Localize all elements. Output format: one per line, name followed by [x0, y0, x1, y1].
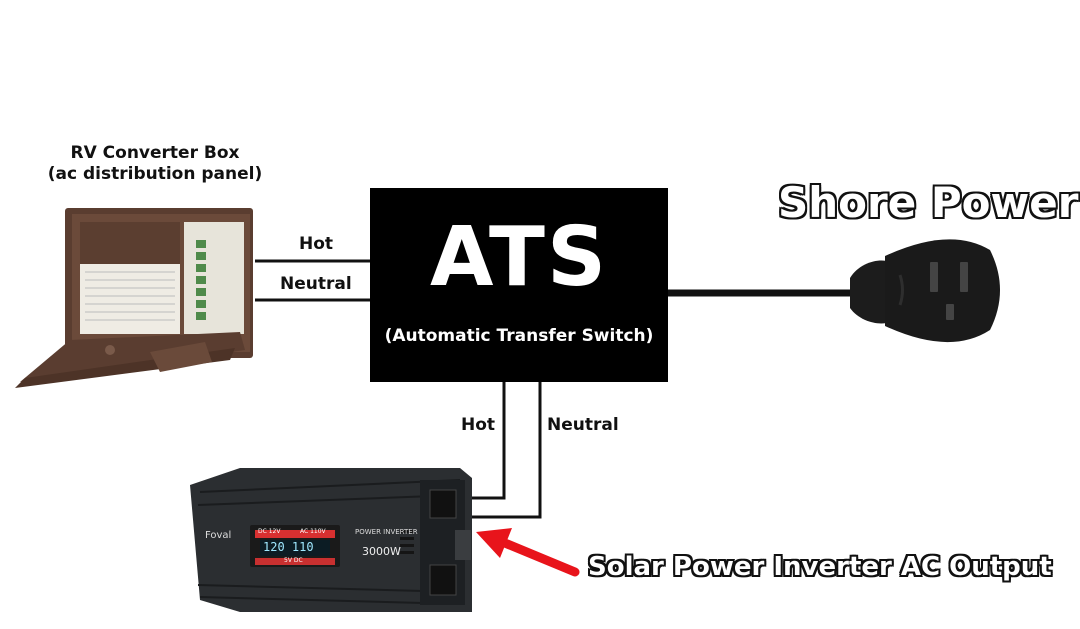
inverter-output-label: Solar Power Inverter AC Output [588, 552, 1052, 582]
wires-ats-inverter [462, 382, 542, 519]
inverter-usb-label: 5V DC [284, 557, 303, 564]
ats-subtitle: (Automatic Transfer Switch) [384, 326, 654, 346]
ats-box: ATS (Automatic Transfer Switch) [370, 188, 668, 382]
wire-label-neutral-bottom: Neutral [547, 415, 619, 435]
inverter-brand: Foval [205, 530, 232, 541]
panel-label-line2: (ac distribution panel) [47, 164, 263, 184]
red-arrow [476, 528, 580, 577]
panel-label-line1: RV Converter Box [70, 143, 240, 163]
wire-label-hot-top: Hot [299, 234, 334, 254]
inverter-dc-label: DC 12V [258, 528, 281, 535]
wires-panel-ats [255, 259, 370, 302]
inverter-display: 120 110 [263, 540, 314, 554]
wire-label-neutral-top: Neutral [280, 274, 352, 294]
wire-label-hot-bottom: Hot [461, 415, 496, 435]
power-inverter [190, 468, 472, 612]
shore-power-label: Shore Power [778, 178, 1079, 227]
panel-label: RV Converter Box (ac distribution panel) [40, 143, 270, 185]
shore-power-plug [668, 239, 1000, 343]
inverter-model: 3000W [362, 545, 401, 558]
rv-converter-box [15, 208, 253, 388]
inverter-ac-label: AC 110V [300, 528, 326, 535]
ats-title: ATS [429, 210, 609, 305]
inverter-title: POWER INVERTER [355, 528, 418, 536]
